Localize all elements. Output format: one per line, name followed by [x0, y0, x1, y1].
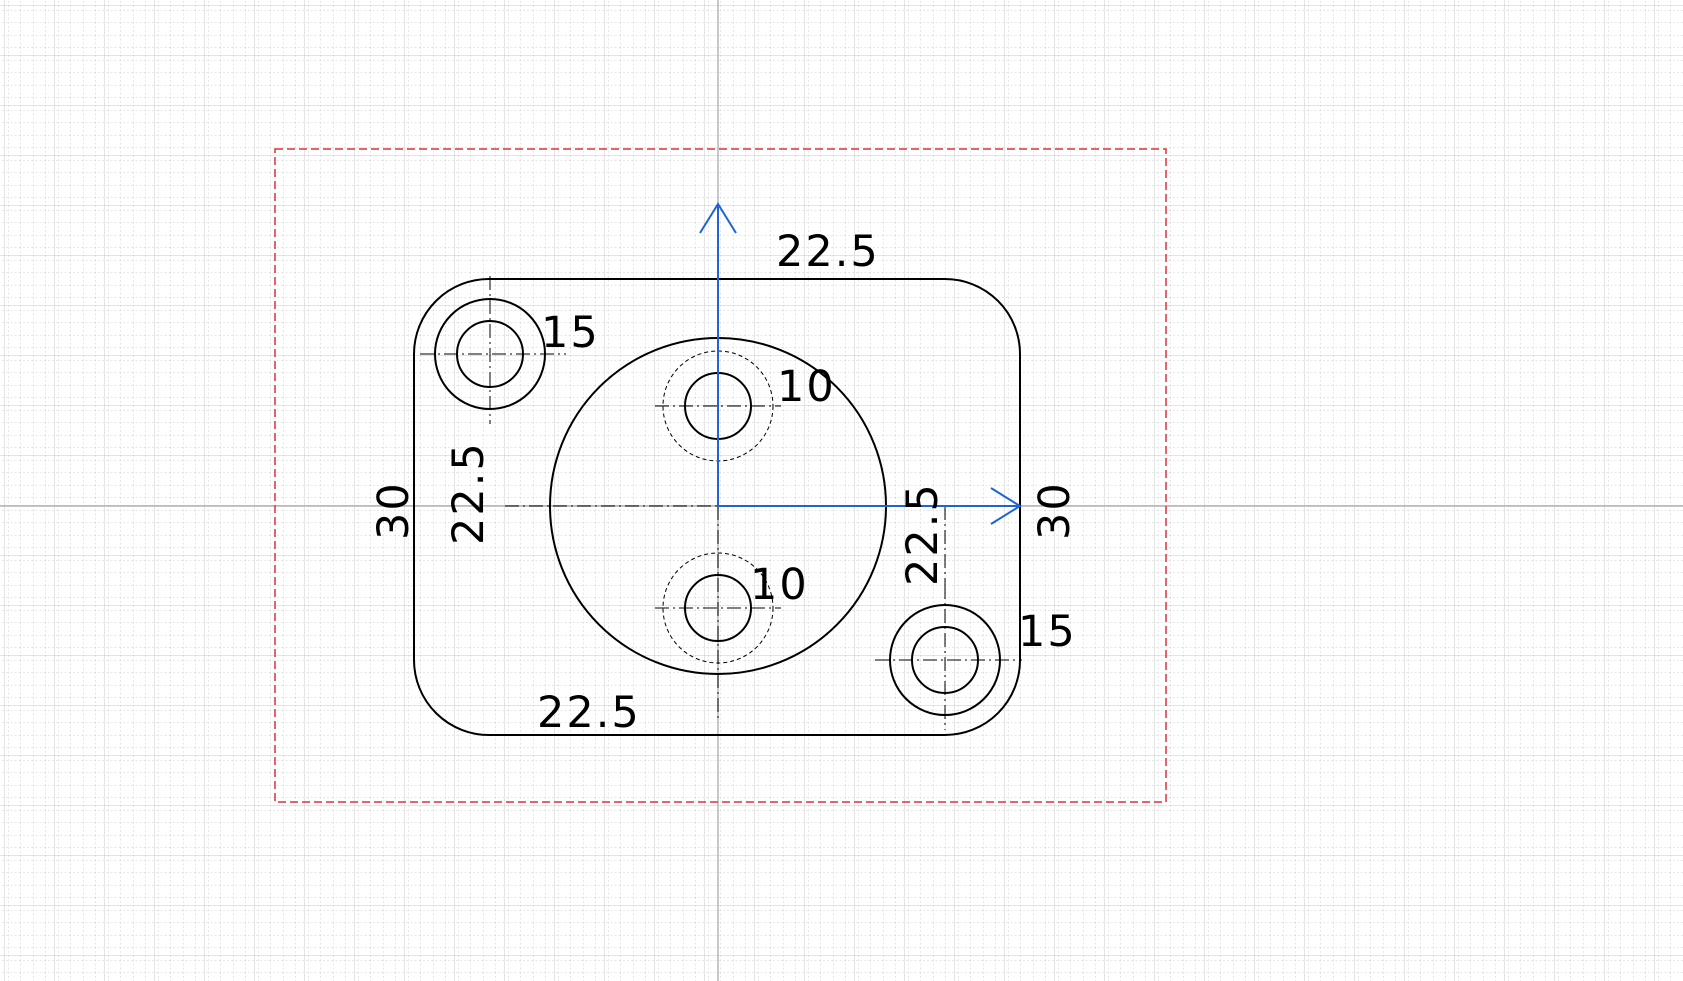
- coordinate-axes[interactable]: [699, 202, 1022, 525]
- dim-hole-top-left[interactable]: 15: [541, 308, 600, 358]
- x-axis-arrow-icon: [990, 487, 1022, 525]
- hole-bottom-right: [875, 585, 1022, 730]
- dim-top-width[interactable]: 22.5: [776, 227, 880, 277]
- part-outline: [413, 277, 1021, 737]
- dim-left-height[interactable]: 30: [369, 481, 419, 540]
- dim-left-offset[interactable]: 22.5: [444, 441, 494, 545]
- dim-hole-center-top[interactable]: 10: [777, 362, 836, 412]
- dim-right-offset[interactable]: 22.5: [898, 482, 948, 586]
- dim-right-height[interactable]: 30: [1030, 481, 1080, 540]
- hole-top-left: [420, 276, 566, 424]
- dim-hole-bottom-right[interactable]: 15: [1018, 607, 1077, 657]
- sheet-frame: [274, 148, 1167, 803]
- dim-bottom-width[interactable]: 22.5: [537, 688, 641, 738]
- y-axis-arrow-icon: [699, 202, 737, 234]
- dim-hole-center-bottom[interactable]: 10: [750, 560, 809, 610]
